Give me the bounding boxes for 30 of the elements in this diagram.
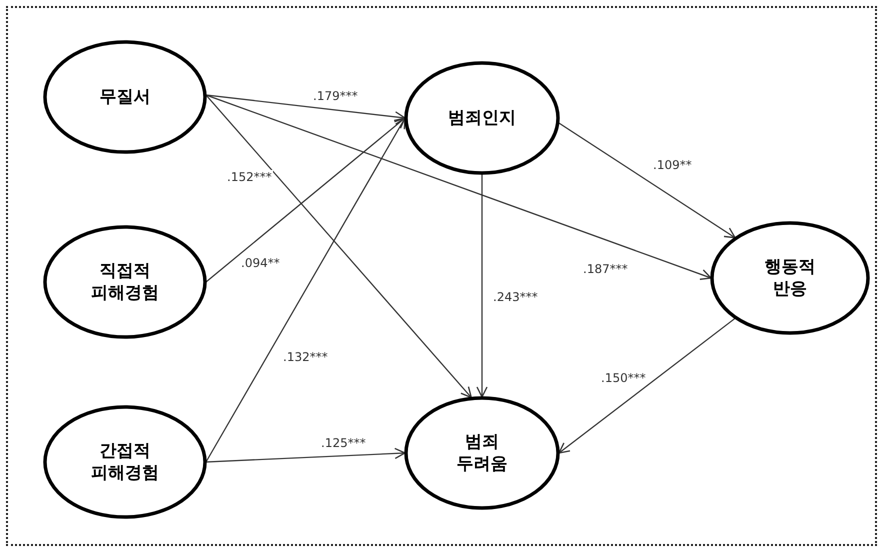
- variable-label: 범죄 두려움: [456, 431, 508, 475]
- edge-label: .125***: [320, 436, 367, 450]
- edge-label: .150***: [600, 371, 647, 385]
- variable-ellipse: [43, 225, 207, 339]
- variable-ellipse: [710, 221, 870, 335]
- variable-ellipse: [404, 396, 560, 510]
- arrow: [558, 318, 736, 454]
- arrow: [206, 94, 406, 122]
- arrow: [206, 448, 406, 463]
- arrow: [476, 174, 488, 398]
- variable-label: 직접적 피해경험: [90, 260, 160, 304]
- edge-label: .187***: [582, 262, 629, 276]
- edge-label: .094**: [240, 256, 281, 270]
- variable-label: 무질서: [98, 86, 152, 108]
- variable-label: 범죄인지: [447, 107, 517, 129]
- arrow: [205, 117, 406, 462]
- edge-label: .152***: [226, 170, 273, 184]
- variable-label: 간접적 피해경험: [90, 440, 160, 484]
- edge-label: .243***: [492, 290, 539, 304]
- variable-ellipse: [43, 405, 207, 519]
- edge-label: .132***: [282, 350, 329, 364]
- arrow: [558, 122, 736, 238]
- edge-label: .109**: [652, 158, 693, 172]
- arrow: [206, 94, 472, 398]
- variable-ellipse: [404, 61, 560, 175]
- variable-ellipse: [43, 40, 207, 154]
- arrow: [206, 94, 712, 280]
- edge-label: .179***: [312, 89, 359, 103]
- arrow: [206, 117, 406, 282]
- variable-label: 행동적 반응: [764, 256, 816, 300]
